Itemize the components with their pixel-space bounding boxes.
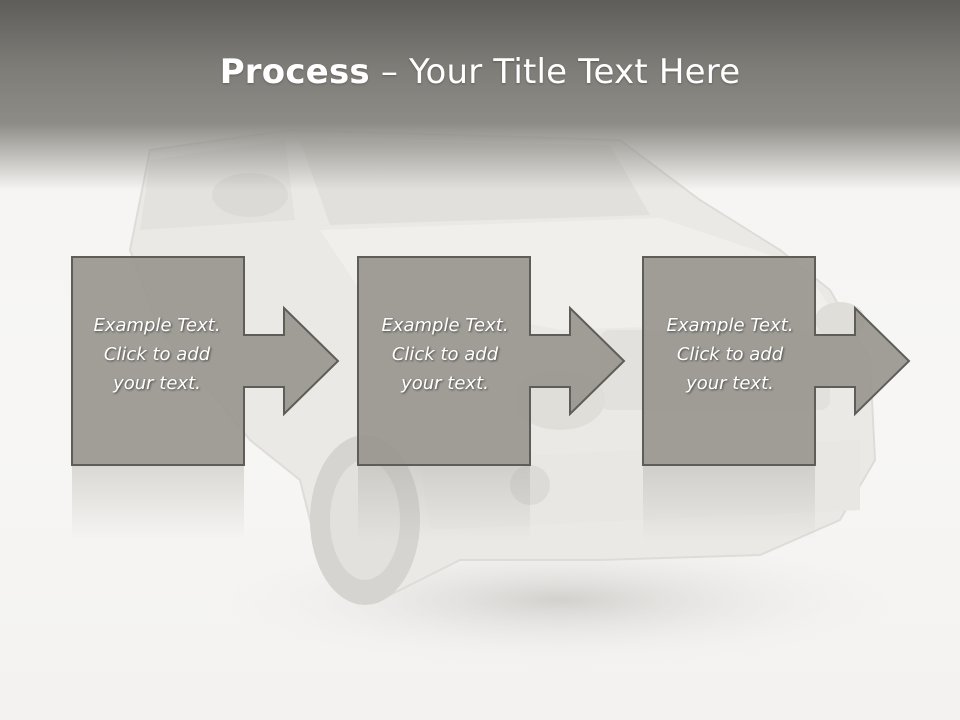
process-step-1[interactable] (71, 256, 340, 541)
step-3-line-2: Click to add (676, 344, 784, 365)
slide-title[interactable]: Process – Your Title Text Here (0, 52, 960, 92)
step-1-text[interactable]: Example Text. Click to add your text. (70, 311, 244, 398)
step-2-line-1: Example Text. (381, 315, 509, 336)
title-band (0, 0, 960, 190)
step-2-line-3: your text. (401, 373, 489, 394)
step-2-text[interactable]: Example Text. Click to add your text. (358, 311, 532, 398)
title-bold-part: Process (219, 52, 370, 92)
step-1-line-3: your text. (113, 373, 201, 394)
step-1-line-1: Example Text. (93, 315, 221, 336)
title-rest-part: – Your Title Text Here (369, 52, 741, 92)
step-2-line-2: Click to add (391, 344, 499, 365)
step-3-text[interactable]: Example Text. Click to add your text. (643, 311, 817, 398)
process-step-3[interactable] (642, 256, 911, 541)
process-step-2[interactable] (357, 256, 626, 541)
step-1-line-2: Click to add (103, 344, 211, 365)
step-3-line-1: Example Text. (666, 315, 794, 336)
step-3-line-3: your text. (686, 373, 774, 394)
